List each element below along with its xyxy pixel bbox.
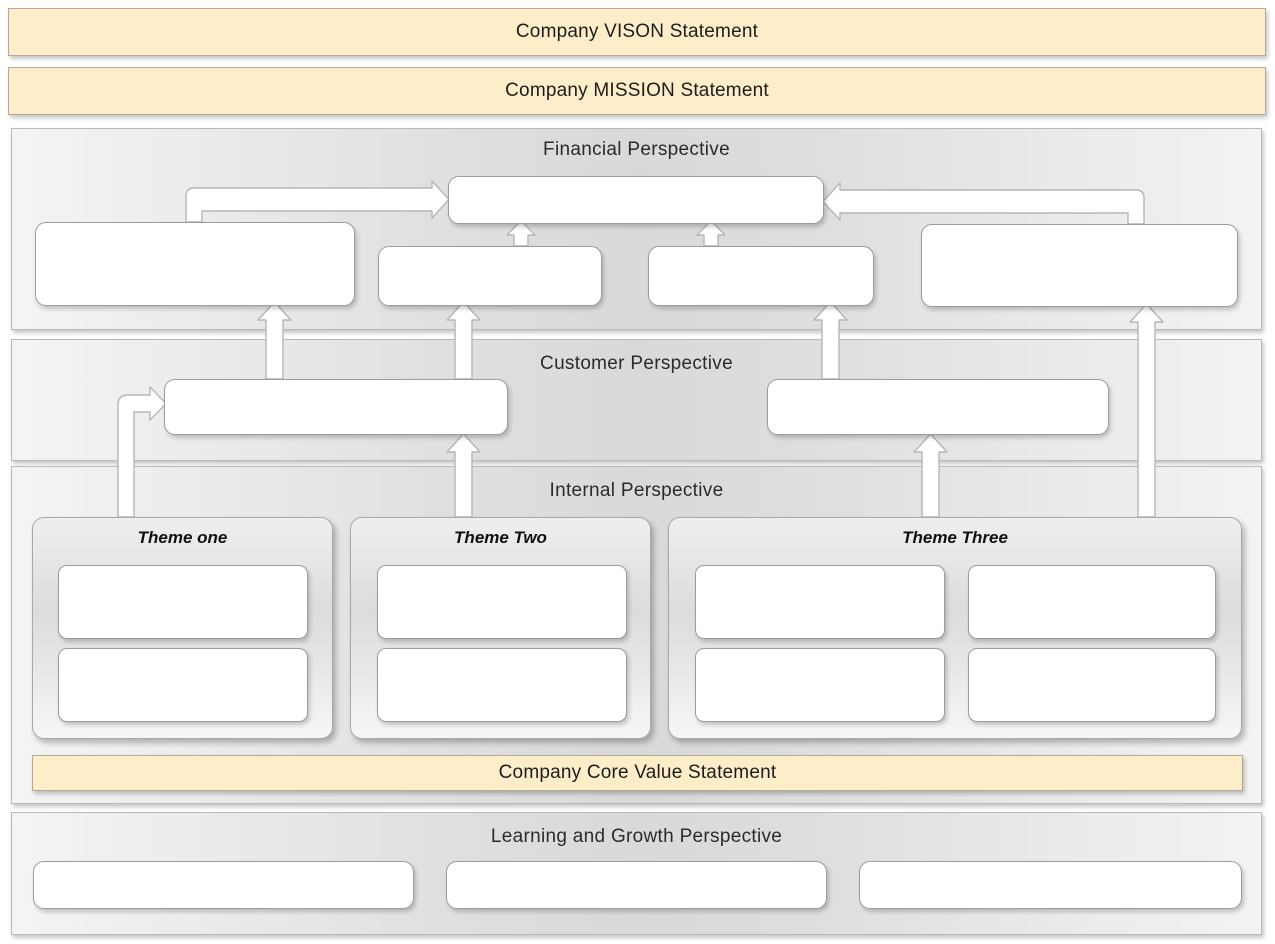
theme-three-node-b[interactable]	[968, 565, 1216, 639]
learning-growth-node-3[interactable]	[859, 861, 1242, 909]
theme-three-label: Theme Three	[902, 528, 1008, 547]
theme-three-node-c[interactable]	[695, 648, 945, 722]
customer-node-left[interactable]	[164, 379, 508, 435]
core-value-statement-label: Company Core Value Statement	[498, 762, 777, 783]
core-value-statement-box[interactable]: Company Core Value Statement	[32, 755, 1243, 791]
theme-one-node-a[interactable]	[58, 565, 308, 639]
financial-node-left[interactable]	[35, 222, 355, 306]
learning-growth-node-2[interactable]	[446, 861, 827, 909]
learning-growth-node-1[interactable]	[33, 861, 414, 909]
theme-two-node-b[interactable]	[377, 648, 627, 722]
financial-node-mid1[interactable]	[378, 246, 602, 306]
financial-node-mid2[interactable]	[648, 246, 874, 306]
mission-statement-box[interactable]: Company MISSION Statement	[8, 67, 1266, 115]
theme-one-node-b[interactable]	[58, 648, 308, 722]
customer-perspective-title: Customer Perspective	[540, 353, 733, 374]
theme-two-node-a[interactable]	[377, 565, 627, 639]
theme-one-label: Theme one	[137, 528, 228, 547]
mission-statement-label: Company MISSION Statement	[505, 80, 769, 101]
vision-statement-label: Company VISON Statement	[515, 21, 759, 42]
learning-growth-title: Learning and Growth Perspective	[490, 826, 783, 847]
theme-three-node-d[interactable]	[968, 648, 1216, 722]
theme-three-node-a[interactable]	[695, 565, 945, 639]
financial-perspective-title: Financial Perspective	[543, 139, 730, 160]
financial-node-right[interactable]	[921, 224, 1238, 307]
financial-node-top[interactable]	[448, 176, 824, 224]
theme-two-label: Theme Two	[454, 528, 547, 547]
customer-node-right[interactable]	[767, 379, 1109, 435]
internal-perspective-title: Internal Perspective	[549, 480, 724, 501]
vision-statement-box[interactable]: Company VISON Statement	[8, 8, 1266, 56]
